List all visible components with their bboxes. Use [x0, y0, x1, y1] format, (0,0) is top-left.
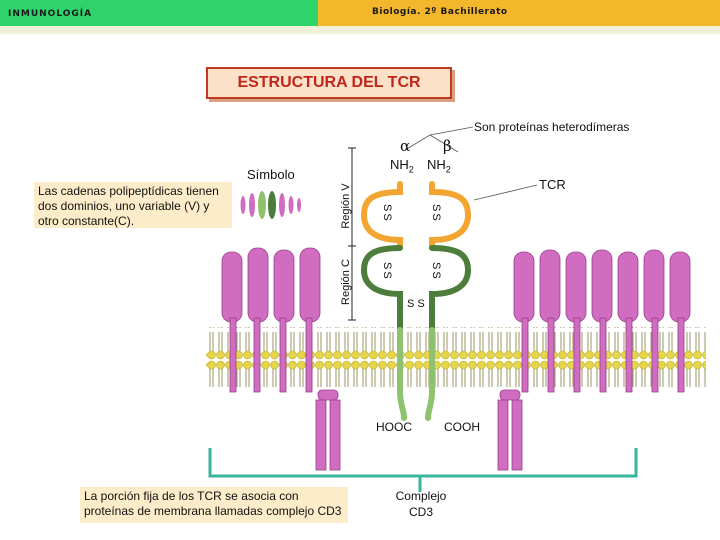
ss-bond-1: SS	[381, 204, 393, 223]
ss-bond-2: SS	[430, 204, 442, 223]
header-right-bar	[318, 0, 720, 26]
region-c-label: Región C	[340, 259, 352, 305]
nh2-right-label: NH2	[427, 157, 451, 175]
cooh-label: COOH	[444, 420, 480, 434]
nh2-left-label: NH2	[390, 157, 414, 175]
hooc-label: HOOC	[376, 420, 412, 434]
cd3-association-note: La porción fija de los TCR se asocia con…	[80, 487, 348, 523]
membrane-proteins-right	[513, 249, 691, 393]
tcr-label: TCR	[539, 177, 566, 192]
header-subject: INMUNOLOGÍA	[8, 9, 93, 19]
membrane-proteins-left	[221, 247, 321, 393]
tcr-beta-variable-domain	[429, 181, 472, 249]
tcr-beta-transmembrane	[425, 327, 435, 421]
cd3-bracket	[208, 448, 638, 478]
tcr-beta-constant-domain	[429, 245, 472, 333]
heterodimer-pointer	[404, 126, 474, 151]
beta-label: β	[443, 137, 452, 155]
symbol-label: Símbolo	[247, 167, 295, 182]
ss-bond-interchain: SS	[407, 298, 428, 310]
header-course: Biología. 2º Bachillerato	[372, 7, 508, 17]
alpha-label: α	[400, 137, 411, 155]
page-title: ESTRUCTURA DEL TCR	[206, 67, 452, 99]
cd3-label: Complejo CD3	[395, 489, 447, 519]
tcr-alpha-constant-domain	[360, 245, 403, 333]
header-left-bar	[0, 0, 318, 26]
tcr-symbol-icon	[240, 191, 301, 219]
region-v-label: Región V	[340, 183, 352, 229]
heterodimer-label: Son proteínas heterodímeras	[474, 120, 630, 134]
lipid-bilayer	[206, 327, 706, 387]
ss-bond-4: SS	[430, 262, 442, 281]
tcr-alpha-variable-domain	[360, 181, 403, 249]
tcr-alpha-transmembrane	[397, 327, 407, 421]
chains-note: Las cadenas polipeptídicas tienen dos do…	[34, 182, 232, 228]
ss-bond-3: SS	[381, 262, 393, 281]
cd3-proteins	[315, 389, 523, 471]
tcr-pointer	[473, 184, 538, 201]
header-strip	[0, 26, 720, 34]
